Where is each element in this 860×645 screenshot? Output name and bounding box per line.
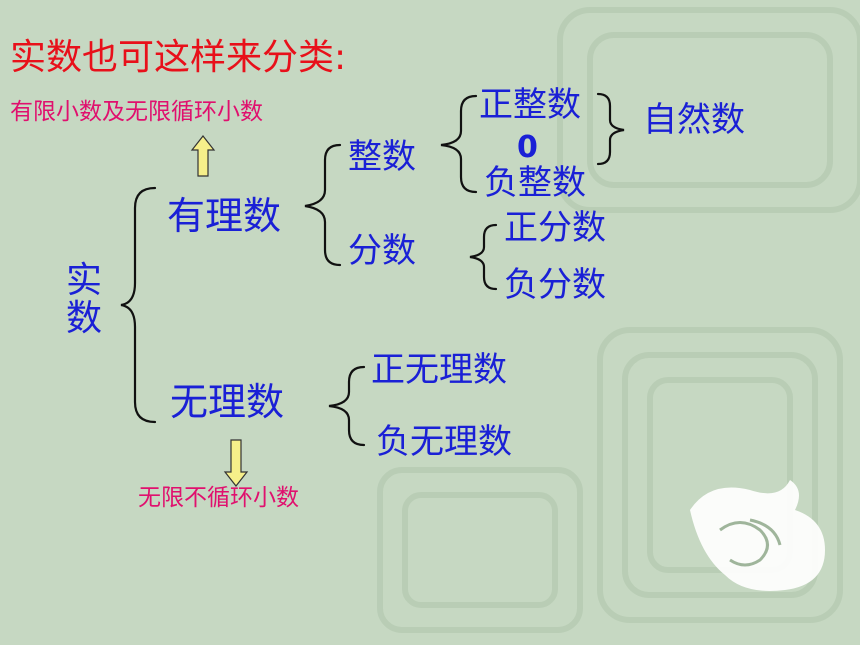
irrational-decimal-note: 无限不循环小数 <box>138 485 299 511</box>
rational-decimal-note: 有限小数及无限循环小数 <box>10 99 263 125</box>
node-rational-number: 有理数 <box>167 194 282 238</box>
node-fraction: 分数 <box>348 231 416 271</box>
node-zero: 0 <box>517 130 538 165</box>
node-integer: 整数 <box>348 137 416 177</box>
node-positive-irrational: 正无理数 <box>371 350 507 390</box>
node-negative-integer: 负整数 <box>484 163 586 203</box>
node-negative-irrational: 负无理数 <box>376 422 512 462</box>
node-real-number: 实数 <box>65 260 102 339</box>
dragon-emblem <box>690 480 825 591</box>
node-negative-fraction: 负分数 <box>504 265 606 305</box>
node-positive-fraction: 正分数 <box>504 208 606 248</box>
node-irrational-number: 无理数 <box>170 380 285 424</box>
node-natural-number: 自然数 <box>643 100 745 140</box>
page-title: 实数也可这样来分类: <box>10 37 347 78</box>
node-positive-integer: 正整数 <box>479 85 581 125</box>
